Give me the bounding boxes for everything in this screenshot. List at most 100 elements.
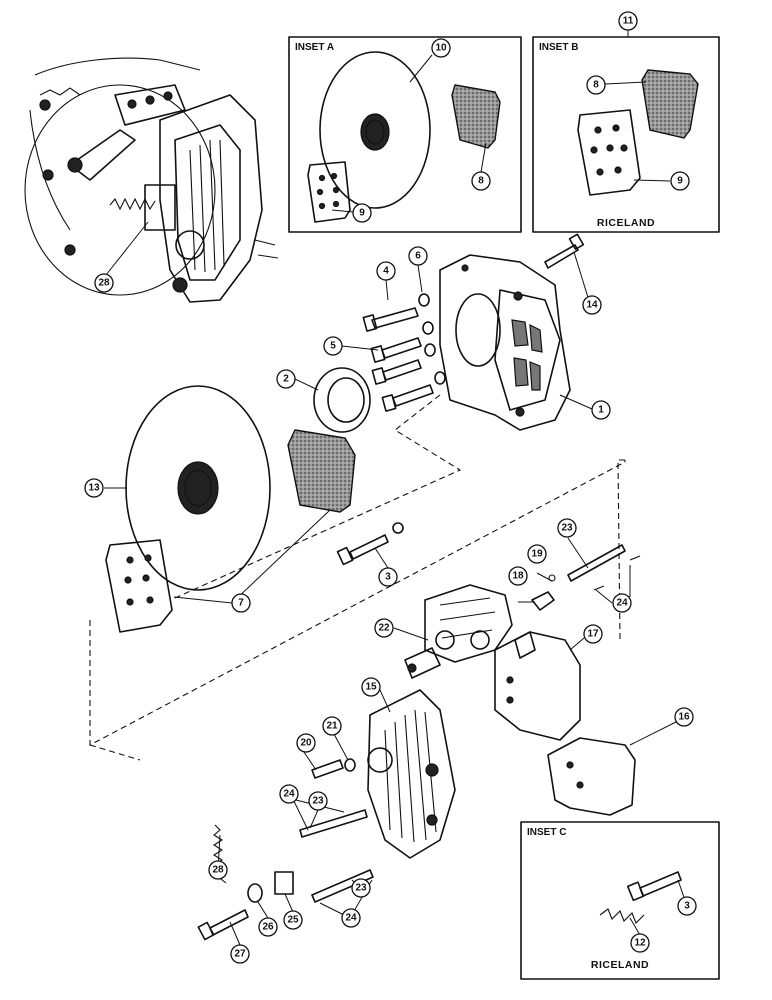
callout-8-inset-b: 8 [586, 75, 606, 95]
svg-text:15: 15 [365, 682, 377, 693]
callout-9-inset-a: 9 [352, 203, 372, 223]
brake-housing [439, 254, 571, 431]
svg-text:14: 14 [586, 300, 598, 311]
callout-19: 19 [527, 544, 547, 564]
callout-11: 11 [618, 11, 638, 31]
bolts-4-5 [362, 293, 446, 412]
callout-8-inset-a: 8 [471, 171, 491, 191]
callout-1: 1 [591, 400, 611, 420]
svg-text:17: 17 [587, 629, 599, 640]
actuator-22 [404, 584, 513, 679]
svg-text:24: 24 [345, 913, 357, 924]
pad-backing-plate [105, 539, 173, 633]
callout-21: 21 [322, 716, 342, 736]
svg-text:25: 25 [287, 915, 299, 926]
svg-text:5: 5 [330, 341, 336, 352]
inset-a: INSET A [288, 36, 522, 233]
svg-text:21: 21 [326, 721, 338, 732]
callout-2: 2 [276, 369, 296, 389]
callout-22: 22 [374, 618, 394, 638]
inset-c-footer: RICELAND [591, 959, 649, 971]
pin-23-upper [567, 544, 641, 591]
callout-7: 7 [231, 593, 251, 613]
inset-b: INSET B RICELAND [532, 36, 720, 233]
callout-12: 12 [630, 933, 650, 953]
svg-text:1: 1 [598, 405, 604, 416]
svg-text:16: 16 [678, 712, 690, 723]
svg-text:11: 11 [623, 16, 634, 27]
svg-text:8: 8 [593, 80, 599, 91]
assembly-line-upper [174, 394, 462, 599]
bushing-25 [274, 871, 294, 895]
inset-a-title: INSET A [295, 42, 334, 53]
inset-b-footer: RICELAND [597, 217, 655, 229]
callout-5: 5 [323, 336, 343, 356]
callout-3-inset-c: 3 [677, 896, 697, 916]
callout-17: 17 [583, 624, 603, 644]
inset-c: INSET C RICELAND [520, 821, 720, 980]
callout-6: 6 [408, 246, 428, 266]
svg-text:3: 3 [385, 572, 391, 583]
svg-text:13: 13 [88, 483, 100, 494]
svg-text:22: 22 [378, 623, 390, 634]
svg-text:28: 28 [212, 865, 224, 876]
callout-26: 26 [258, 917, 278, 937]
svg-text:23: 23 [355, 883, 367, 894]
callout-18: 18 [508, 566, 528, 586]
spring-clip-18 [531, 591, 555, 611]
assembly-line-lower [89, 460, 626, 746]
bolt-27 [209, 909, 249, 936]
inset-c-title: INSET C [527, 827, 566, 838]
svg-text:27: 27 [234, 949, 246, 960]
bolt-3 [349, 534, 389, 560]
callout-20: 20 [296, 733, 316, 753]
callout-3: 3 [378, 567, 398, 587]
callout-24-middle: 24 [279, 784, 299, 804]
brake-pad-7 [287, 429, 356, 513]
callout-14: 14 [582, 295, 602, 315]
callout-24-upper: 24 [612, 593, 632, 613]
svg-text:4: 4 [383, 266, 389, 277]
bolt-14 [544, 244, 579, 269]
svg-text:9: 9 [677, 176, 683, 187]
callout-13: 13 [84, 478, 104, 498]
svg-text:24: 24 [283, 789, 295, 800]
svg-text:23: 23 [312, 796, 324, 807]
svg-text:20: 20 [300, 738, 312, 749]
bracket-16 [547, 737, 636, 816]
svg-text:2: 2 [283, 374, 289, 385]
callout-10: 10 [431, 38, 451, 58]
caliper-15 [367, 689, 456, 859]
callout-25: 25 [283, 910, 303, 930]
svg-text:19: 19 [531, 549, 543, 560]
svg-text:23: 23 [561, 523, 573, 534]
svg-text:26: 26 [262, 922, 274, 933]
svg-text:7: 7 [238, 598, 244, 609]
svg-text:8: 8 [478, 176, 484, 187]
callout-28-top: 28 [94, 273, 114, 293]
svg-text:3: 3 [684, 901, 690, 912]
callout-27: 27 [230, 944, 250, 964]
callout-23-lower: 23 [351, 878, 371, 898]
svg-text:10: 10 [435, 43, 447, 54]
seal-2 [313, 367, 371, 433]
svg-text:18: 18 [512, 571, 524, 582]
svg-text:6: 6 [415, 251, 421, 262]
callout-23-middle: 23 [308, 791, 328, 811]
washer-21 [344, 758, 356, 772]
leader-lines [104, 30, 688, 946]
callout-23-upper: 23 [557, 518, 577, 538]
svg-text:9: 9 [359, 208, 365, 219]
svg-text:24: 24 [616, 598, 628, 609]
washer-26 [247, 883, 263, 903]
callout-24-lower: 24 [341, 908, 361, 928]
svg-text:12: 12 [634, 938, 646, 949]
disc-13 [125, 385, 271, 591]
svg-text:28: 28 [98, 278, 110, 289]
callout-15: 15 [361, 677, 381, 697]
callout-28-bottom: 28 [208, 860, 228, 880]
inset-b-title: INSET B [539, 42, 578, 53]
bracket-17 [494, 631, 581, 741]
assembled-brake-view [24, 57, 279, 303]
